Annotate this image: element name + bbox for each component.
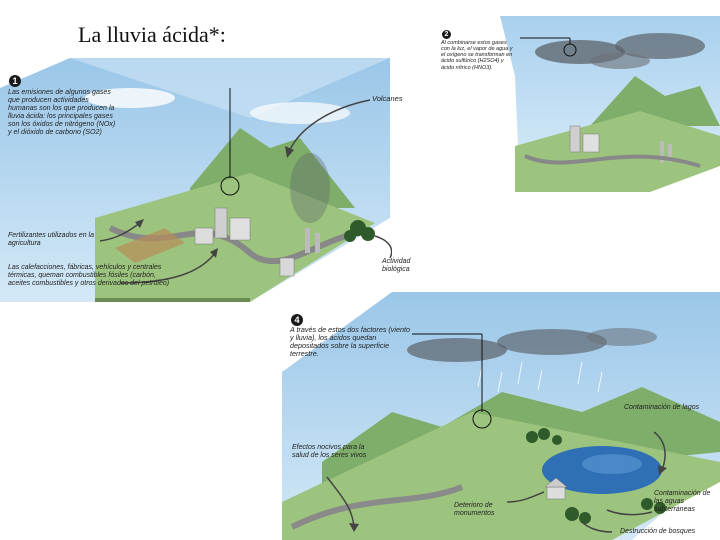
- step-badge-2: 2: [442, 30, 451, 39]
- label-efectos-nocivos: Efectos nocivos para la salud de los ser…: [292, 444, 367, 459]
- land-surface: [282, 412, 720, 540]
- panel-deposition: 4 A través de estos dos factores (viento…: [282, 292, 720, 540]
- emissions-illustration: [0, 58, 392, 302]
- factory-tower: [214, 207, 228, 239]
- label-contaminacion-aguas: Contaminación de las aguas subterráneas: [654, 490, 711, 513]
- smoke-plume: [290, 153, 330, 223]
- slide-title: La lluvia ácida*:: [78, 22, 226, 47]
- step-badge-1: 1: [9, 75, 21, 87]
- acid-rain-cloud: [407, 338, 507, 362]
- detail-marker: [472, 409, 492, 429]
- emissions-intro-text: Las emisiones de algunos gases que produ…: [8, 88, 116, 136]
- label-volcanes: Volcanes: [372, 94, 403, 103]
- label-deterioro-monumentos: Deterioro de monumentos: [454, 502, 495, 517]
- detail-marker: [563, 43, 577, 57]
- deposition-illustration: [282, 292, 720, 540]
- panel-transformation: 2 Al combinarse estos gases con la luz, …: [420, 16, 720, 192]
- label-destruccion-bosques: Destrucción de bosques: [620, 528, 696, 535]
- label-contaminacion-lagos: Contaminación de lagos: [624, 404, 700, 411]
- step-badge-4: 4: [291, 314, 303, 326]
- label-fertilizantes: Fertilizantes utilizados en la agricultu…: [8, 232, 94, 247]
- transformation-illustration: [500, 16, 720, 192]
- transformation-text: Al combinarse estos gases con la luz, el…: [441, 40, 513, 71]
- label-calefacciones: Las calefacciones, fábricas, vehículos y…: [8, 264, 170, 287]
- deposition-intro-text: A través de estos dos factores (viento y…: [290, 325, 410, 359]
- monument: [546, 486, 566, 500]
- label-actividad-biologica: Actividad biológica: [382, 258, 411, 273]
- detail-marker: [220, 176, 240, 196]
- panel-emissions: 1 Las emisiones de algunos gases que pro…: [0, 58, 410, 302]
- crop-field: [115, 228, 185, 263]
- chimney: [305, 228, 310, 253]
